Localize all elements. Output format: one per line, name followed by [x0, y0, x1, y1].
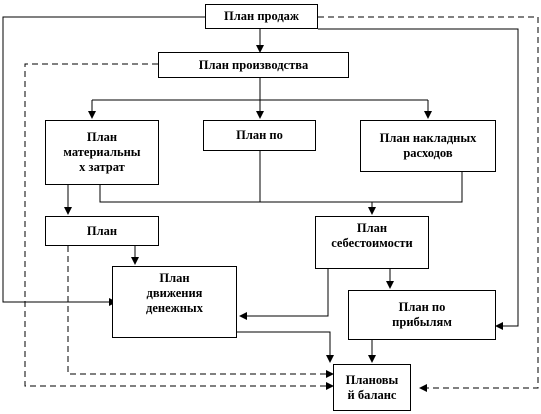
edge-sales-balance: [318, 16, 539, 392]
edge-cash-balance: [237, 331, 334, 363]
edge-sales-profit: [318, 28, 519, 330]
node-profit-plan: План по прибылям: [348, 290, 496, 340]
node-production-plan-label: План производства: [198, 57, 309, 72]
node-labor-plan-label: План по: [236, 128, 283, 142]
edge-production-balance: [24, 63, 334, 390]
node-cash-flow-plan-label: План движения денежных: [146, 271, 203, 315]
node-cash-flow-plan: План движения денежных: [112, 266, 237, 338]
node-overhead-plan: План накладных расходов: [360, 120, 496, 172]
node-cost-plan-label: План себестоимости: [331, 221, 413, 250]
edge-plan-balance: [67, 246, 334, 378]
node-materials-plan-label: План материальны х затрат: [63, 130, 141, 174]
edge-collector-cost: [99, 151, 463, 203]
edge-sales-cash: [2, 16, 205, 306]
edge-cost-cash: [239, 269, 329, 320]
node-overhead-plan-label: План накладных расходов: [379, 131, 477, 160]
node-sales-plan-label: План продаж: [224, 9, 299, 23]
node-profit-plan-label: План по прибылям: [392, 300, 452, 329]
edge-production-bus: [92, 78, 428, 101]
node-balance-plan-label: Плановы й баланс: [345, 372, 399, 402]
node-production-plan: План производства: [158, 52, 349, 78]
node-plan-small-label: План: [86, 223, 118, 238]
node-sales-plan: План продаж: [205, 4, 318, 29]
node-plan-small: План: [45, 216, 159, 246]
node-materials-plan: План материальны х затрат: [45, 120, 159, 185]
node-labor-plan: План по: [203, 120, 316, 151]
node-balance-plan: Плановы й баланс: [333, 364, 411, 411]
node-cost-plan: План себестоимости: [315, 216, 429, 269]
